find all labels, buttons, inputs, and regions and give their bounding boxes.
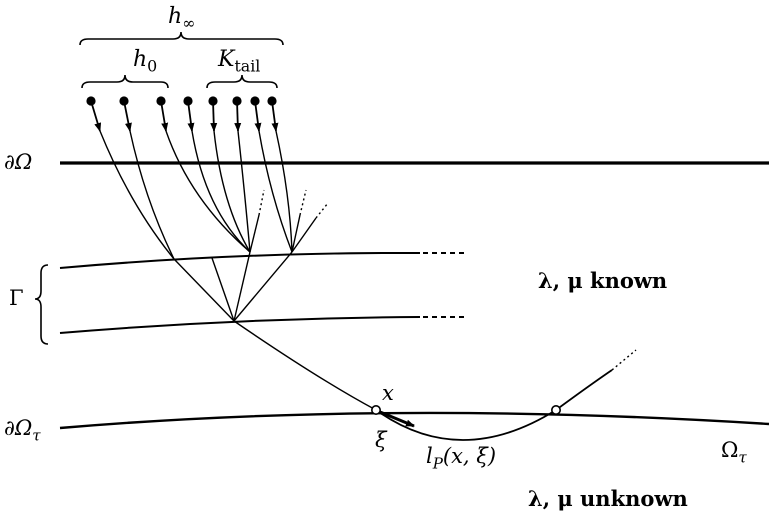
h0-brace xyxy=(81,74,169,89)
ray xyxy=(258,130,293,253)
bicharacteristic-curve xyxy=(375,369,613,441)
gamma-label: Γ xyxy=(9,286,24,310)
source-arrow xyxy=(254,100,262,132)
ray xyxy=(99,130,175,260)
omega-tau-label: Ωτ xyxy=(721,438,747,467)
source-arrow xyxy=(90,100,102,132)
ray xyxy=(165,130,251,253)
source-arrow xyxy=(123,100,132,132)
unknown-label: λ, μ unknown xyxy=(528,486,688,511)
known-label: λ, μ known xyxy=(538,268,668,293)
source-arrow xyxy=(210,100,218,132)
h-infinity-label: h∞ xyxy=(168,4,196,33)
ktail-label: Ktail xyxy=(218,47,261,76)
ktail-brace xyxy=(206,74,278,89)
xi-arrow xyxy=(379,410,415,428)
ray-dotted-end xyxy=(315,202,329,219)
boundary-top-label: ∂Ω xyxy=(4,150,33,174)
source-arrow xyxy=(234,100,242,132)
ray xyxy=(233,251,293,322)
ray xyxy=(129,130,175,260)
source-arrows xyxy=(90,100,279,132)
ray-dotted-ends xyxy=(258,189,329,219)
sources xyxy=(86,96,277,106)
ray xyxy=(211,257,235,322)
ray-dotted-end xyxy=(299,189,307,216)
ray xyxy=(191,130,251,253)
boundary-tau-line xyxy=(59,411,769,430)
ray xyxy=(213,130,251,253)
bicharacteristic-dotted xyxy=(611,349,637,371)
gamma-brace xyxy=(34,264,49,345)
ray xyxy=(249,214,260,253)
h-infinity-brace xyxy=(79,31,284,46)
rays xyxy=(99,130,317,322)
gamma-upper-layer xyxy=(59,251,421,269)
x-label: x xyxy=(382,381,394,405)
gamma-lower-layer xyxy=(59,316,421,334)
ray-dotted-end xyxy=(258,189,265,216)
h0-label: h0 xyxy=(133,47,158,76)
point-x-marker xyxy=(370,404,381,415)
main-ray xyxy=(233,320,377,411)
ray xyxy=(233,251,251,322)
source-arrow xyxy=(187,100,195,132)
lp-label: lP(x, ξ) xyxy=(426,444,497,473)
boundary-tau-label: ∂Ωτ xyxy=(4,416,41,445)
source-arrow xyxy=(271,100,279,132)
ray xyxy=(291,217,317,253)
ray xyxy=(173,258,235,322)
xi-label: ξ xyxy=(375,428,387,452)
exit-point-marker xyxy=(550,404,561,415)
ray xyxy=(275,130,293,253)
ray xyxy=(291,214,301,253)
ray xyxy=(237,130,251,253)
source-arrow xyxy=(160,100,169,132)
